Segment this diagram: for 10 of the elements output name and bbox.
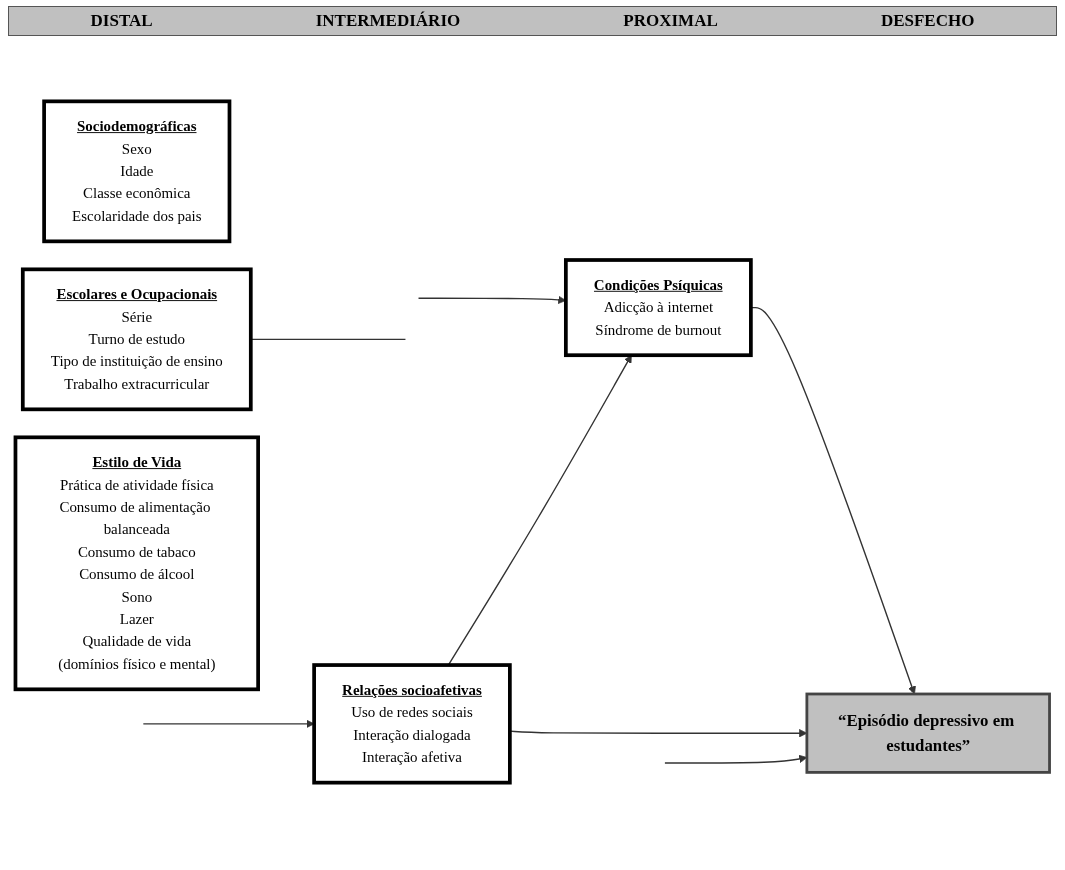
node-box: Sociodemográficas Sexo Idade Classe econômica Escolaridade dos pais [42,99,232,244]
column-heading: PROXIMAL [623,11,718,31]
node-box: “Episódio depressivo em estudantes” [805,692,1051,774]
column-heading: DISTAL [90,11,153,31]
node-box: Estilo de Vida Prática de atividade física Consumo de alimentação balanceada Consumo de tabaco Consumo de álcool Sono Lazer Qualidade de vida (domínios físico e mental) [13,435,260,692]
column-heading: INTERMEDIÁRIO [315,11,461,31]
node-box: Escolares e Ocupacionais Série Turno de estudo Tipo de instituição de ensino Trabalho extracurricular [20,267,253,412]
node-box: Condições Psíquicas Adicção à internet Síndrome de burnout [564,258,753,358]
node-box: Relações socioafetivas Uso de redes sociais Interação dialogada Interação afetiva [312,663,512,785]
column-heading: DESFECHO [880,11,975,31]
